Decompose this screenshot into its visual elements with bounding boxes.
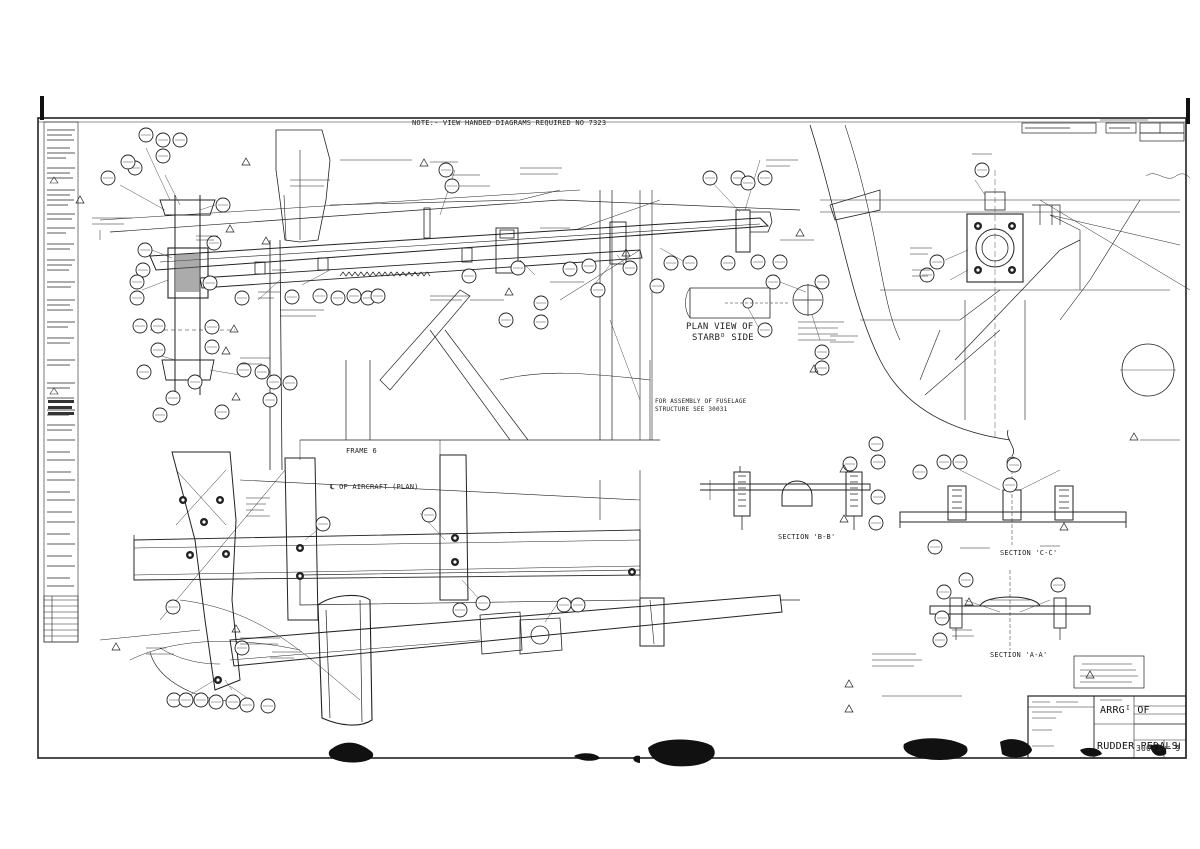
sheet-number: SHᵀ 3 — [1158, 745, 1181, 753]
top-note: NOTE:- VIEW HANDED DIAGRAMS REQUIRED NO … — [412, 119, 607, 127]
fuselage-note-line-2: STRUCTURE SEE 30031 — [655, 406, 728, 413]
plan-view — [99, 440, 800, 726]
section-b-b-view — [700, 466, 871, 530]
plan-view-label-line-1: PLAN VIEW OF — [686, 322, 754, 332]
top-reference-boxes — [1021, 122, 1185, 142]
section-a-a-view — [929, 570, 1091, 650]
revision-letter: H — [1175, 742, 1181, 752]
side-view-right — [809, 124, 1191, 441]
centre-line-label: ℄ OF AIRCRAFT (PLAN) — [330, 483, 419, 491]
handwritten-annotations — [92, 119, 1191, 697]
plan-view-label-line-2: STARBᴰ SIDE — [692, 333, 754, 343]
drawing-number: 30033 — [1136, 744, 1162, 753]
sheet-border — [37, 117, 1187, 759]
revision-triangles — [75, 157, 1139, 713]
section-b-b-label: SECTION 'B-B' — [778, 533, 836, 541]
frame-label: FRAME 6 — [346, 447, 377, 455]
part-balloons — [100, 127, 1066, 714]
left-notes-strip — [43, 121, 79, 643]
ink-smudges — [40, 96, 1190, 767]
section-a-a-label: SECTION 'A-A' — [990, 651, 1048, 659]
plan-view-bolts — [179, 496, 636, 684]
section-c-c-view — [899, 429, 1127, 545]
title-line-2: RUDDER PEDALS — [1097, 741, 1178, 752]
fuselage-note-line-1: FOR ASSEMBLY OF FUSELAGE — [655, 398, 747, 405]
title-line-1: ARRGᴵ OF — [1100, 705, 1150, 716]
notes-box — [1073, 655, 1145, 689]
elevation-view — [99, 129, 824, 471]
section-c-c-label: SECTION 'C-C' — [1000, 549, 1058, 557]
